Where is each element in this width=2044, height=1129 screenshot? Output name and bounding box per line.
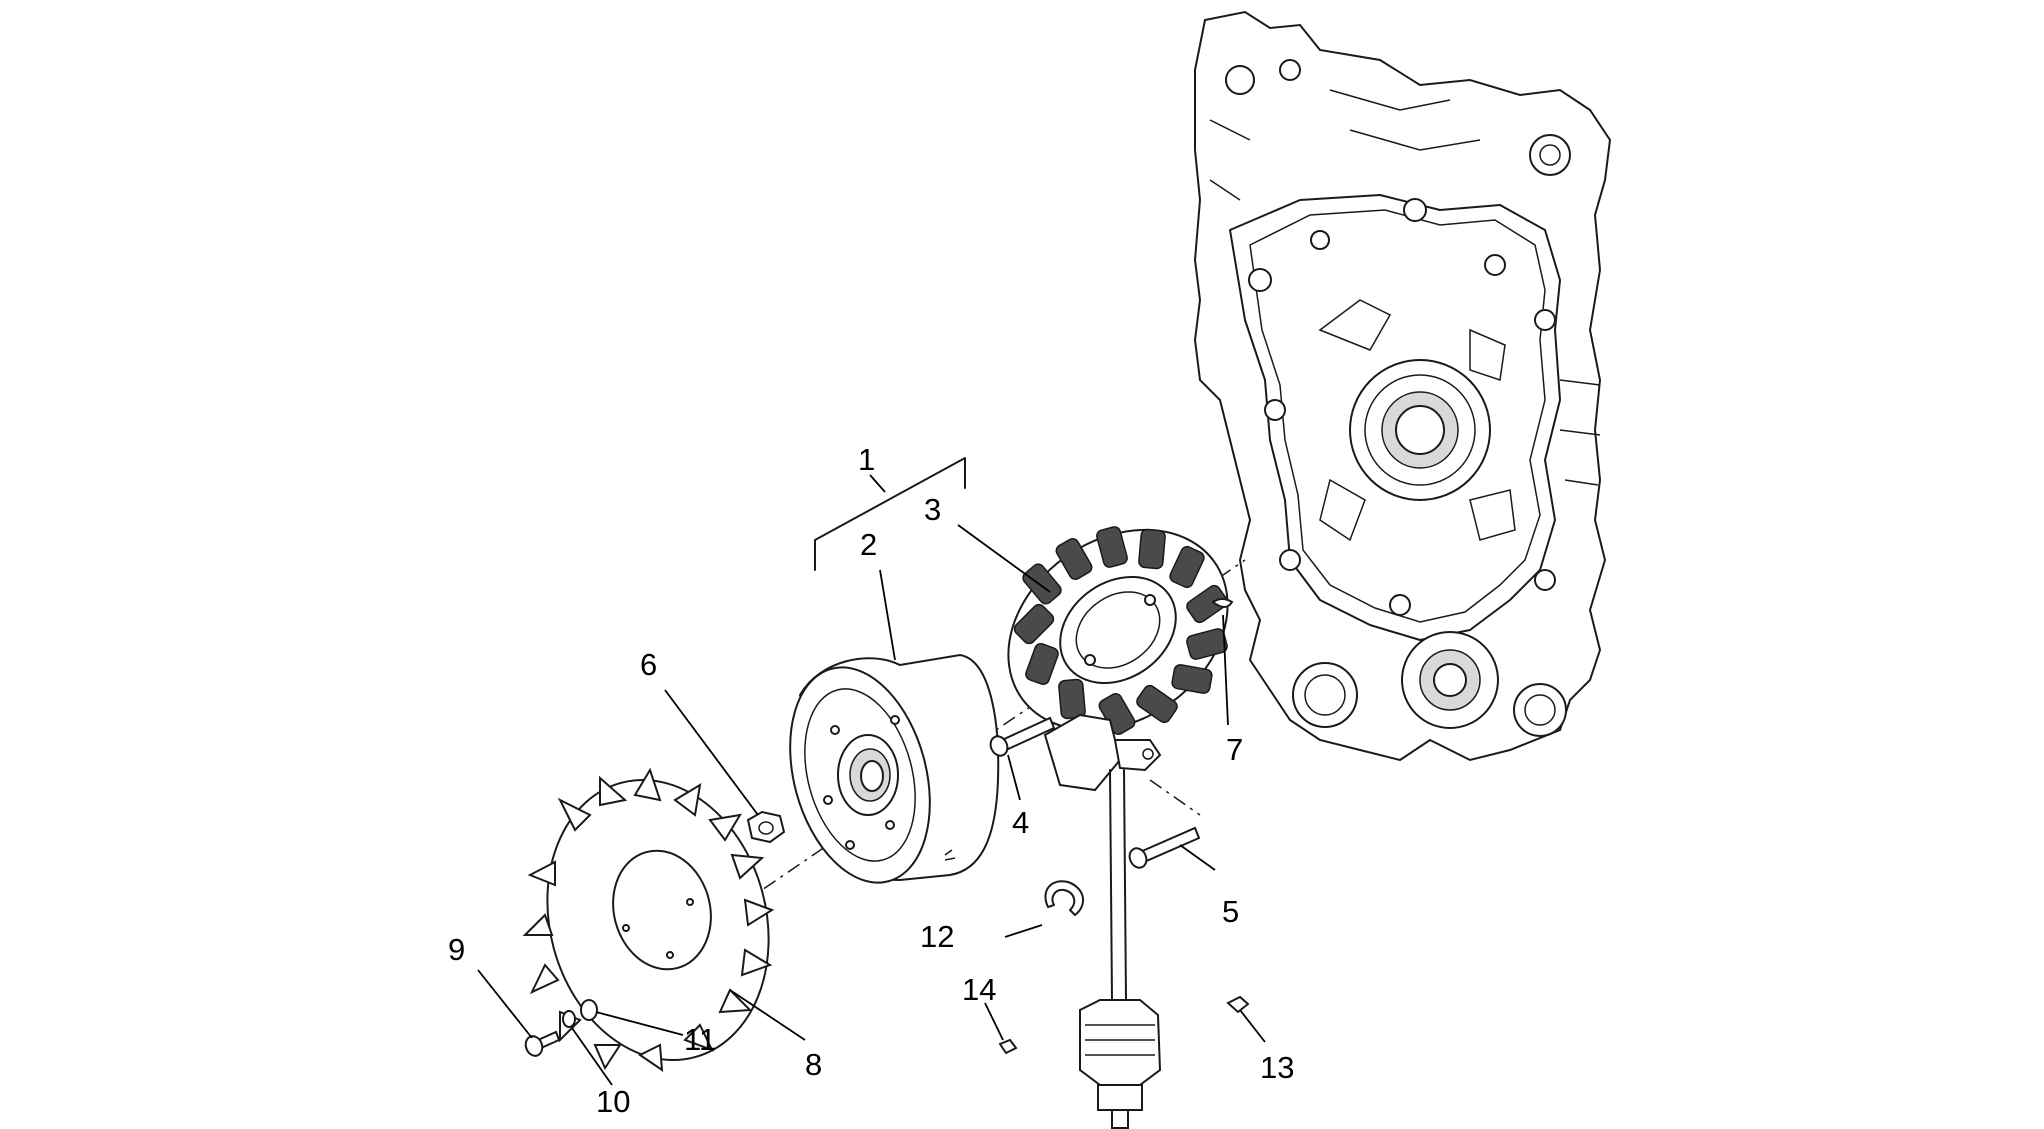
flat-washer: [580, 999, 598, 1021]
stator-screw-4: [989, 716, 1056, 757]
callout-13: 13: [1260, 1050, 1294, 1085]
callout-9: 9: [448, 932, 465, 967]
callout-14: 14: [962, 972, 996, 1007]
pickup-screw-5: [1128, 826, 1201, 869]
flywheel-nut: [746, 810, 786, 844]
callout-5: 5: [1222, 894, 1239, 929]
crankcase: [1193, 10, 1612, 762]
assembly-bracket: [814, 457, 966, 571]
cooling-fan: [522, 767, 775, 1073]
callout-10: 10: [596, 1084, 630, 1119]
leader-1: [869, 474, 886, 493]
cable-clip: [1044, 880, 1084, 916]
callout-labels: 1 2 3 4 5 6 7 8 9 10 11 12 13 14: [448, 442, 1294, 1119]
callout-7: 7: [1226, 732, 1243, 767]
callout-2: 2: [860, 527, 877, 562]
clip-14: [998, 1038, 1018, 1055]
spring-washer: [562, 1010, 576, 1028]
flywheel-rotor: [789, 653, 1000, 884]
fan-screw: [524, 1030, 561, 1057]
leader-lines: [477, 524, 1266, 1086]
clip-13: [1226, 995, 1250, 1014]
woodruff-key: [1211, 598, 1234, 608]
callout-1: 1: [858, 442, 875, 477]
callout-12: 12: [920, 919, 954, 954]
callout-6: 6: [640, 647, 657, 682]
stator-coil: [1007, 526, 1229, 1129]
callout-11: 11: [684, 1022, 716, 1057]
callout-8: 8: [805, 1047, 822, 1082]
callout-3: 3: [924, 492, 941, 527]
callout-4: 4: [1012, 805, 1029, 840]
